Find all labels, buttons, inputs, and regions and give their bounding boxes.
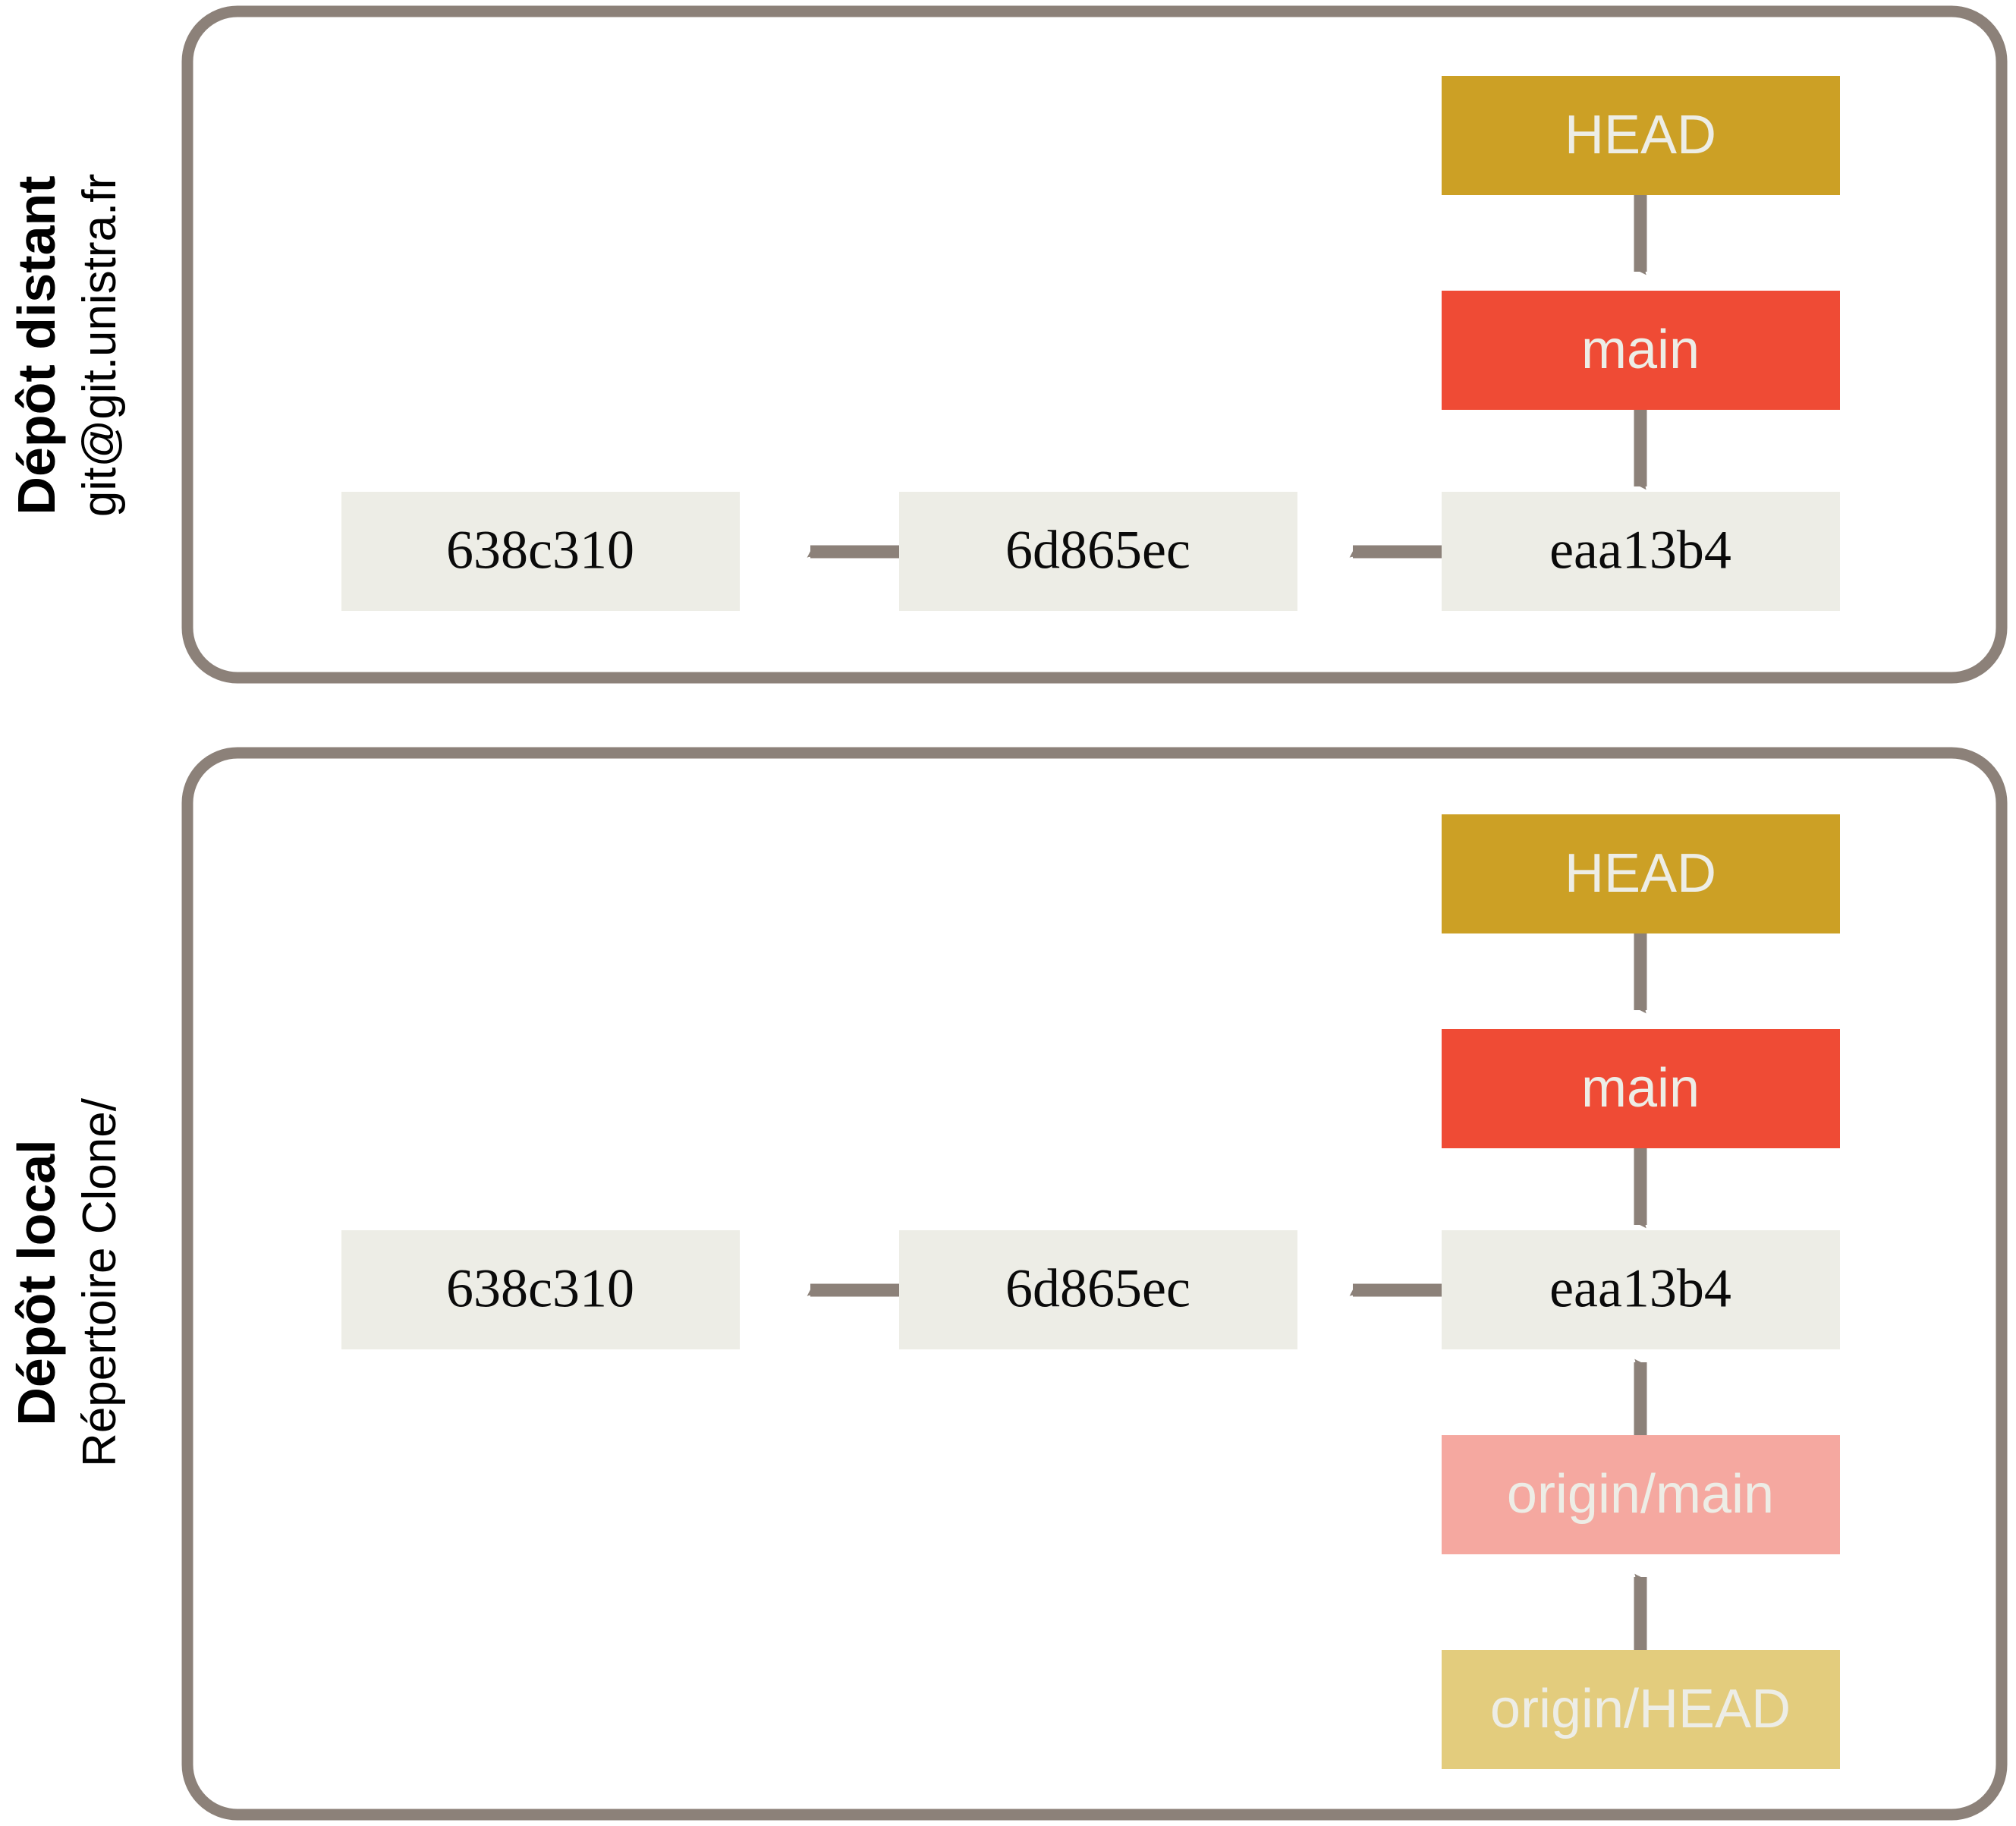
remote-main-label: main: [1581, 320, 1700, 380]
local-origin-head-label: origin/HEAD: [1490, 1679, 1791, 1739]
panel-local-label-title: Dépôt local: [7, 1139, 66, 1425]
remote-head-box[interactable]: [1442, 76, 1840, 195]
local-commit-label-eaa13b4: eaa13b4: [1549, 1258, 1731, 1319]
panel-remote-label-title: Dépôt distant: [7, 175, 66, 515]
panel-remote-border: [181, 5, 2008, 684]
remote-commit-label-638c310: 638c310: [446, 520, 634, 581]
local-commit-box-6d865ec[interactable]: [899, 1230, 1297, 1349]
panel-remote-label-subtitle: git@git.unistra.fr: [74, 174, 126, 517]
local-main-box[interactable]: [1442, 1029, 1840, 1148]
remote-commit-box-6d865ec[interactable]: [899, 492, 1297, 611]
local-commit-box-eaa13b4[interactable]: [1442, 1230, 1840, 1349]
remote-commit-box-eaa13b4[interactable]: [1442, 492, 1840, 611]
remote-head-label: HEAD: [1565, 105, 1716, 165]
local-commit-box-638c310[interactable]: [341, 1230, 740, 1349]
local-origin-head-box[interactable]: [1442, 1650, 1840, 1769]
local-main-label: main: [1581, 1058, 1700, 1119]
panel-local-border: [181, 747, 2008, 1821]
remote-commit-label-eaa13b4: eaa13b4: [1549, 520, 1731, 581]
local-commit-label-638c310: 638c310: [446, 1258, 634, 1319]
local-origin-main-label: origin/main: [1507, 1464, 1774, 1525]
remote-commit-box-638c310[interactable]: [341, 492, 740, 611]
remote-main-box[interactable]: [1442, 291, 1840, 410]
panel-local: Dépôt local Répertoire Clone/ HEAD main …: [7, 747, 2008, 1821]
local-commit-label-6d865ec: 6d865ec: [1005, 1258, 1190, 1319]
panel-remote: Dépôt distant git@git.unistra.fr HEAD ma…: [7, 5, 2008, 684]
local-head-box[interactable]: [1442, 814, 1840, 933]
panel-local-label-subtitle: Répertoire Clone/: [74, 1097, 126, 1467]
local-head-label: HEAD: [1565, 843, 1716, 904]
local-origin-main-box[interactable]: [1442, 1435, 1840, 1554]
remote-commit-label-6d865ec: 6d865ec: [1005, 520, 1190, 581]
